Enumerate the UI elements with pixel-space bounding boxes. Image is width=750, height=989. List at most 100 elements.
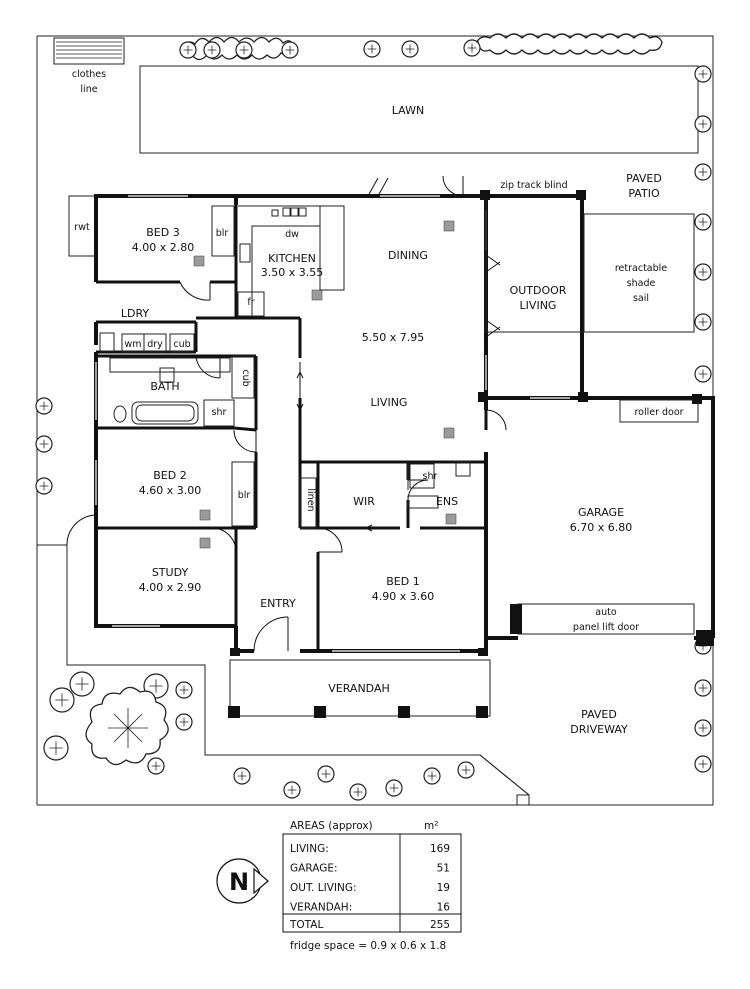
sail-label-3: sail <box>633 293 649 304</box>
shrub-detail <box>427 771 437 781</box>
laundry-dry: dry <box>147 339 163 350</box>
driveway-label-1: PAVED <box>581 708 617 721</box>
area-row-value: 16 <box>437 902 451 914</box>
driveway-label-2: DRIVEWAY <box>570 723 628 736</box>
outdoor-living-label-2: LIVING <box>520 299 557 312</box>
shrub-detail <box>39 439 49 449</box>
living-label: LIVING <box>371 396 408 409</box>
shrub-detail <box>179 717 189 727</box>
bed3-dims: 4.00 x 2.80 <box>132 241 195 254</box>
bed2-dims: 4.60 x 3.00 <box>139 484 202 497</box>
shrub-detail <box>698 119 708 129</box>
sail-label-2: shade <box>627 278 656 289</box>
shrub-detail <box>467 43 477 53</box>
auto-door-label-1: auto <box>595 607 617 618</box>
lawn-label: LAWN <box>392 104 424 117</box>
area-row-label: VERANDAH: <box>290 902 352 914</box>
shrub-detail <box>49 741 63 755</box>
window-lines <box>94 194 570 653</box>
zip-track-label: zip track blind <box>500 180 567 191</box>
area-row-label: GARAGE: <box>290 863 338 875</box>
area-row-value: 169 <box>430 843 450 855</box>
garage-name: GARAGE <box>578 506 624 519</box>
clothes-line <box>53 37 125 65</box>
north-arrow-icon: N <box>216 858 269 904</box>
ens-shr: shr <box>423 471 438 482</box>
shrubs <box>35 39 712 801</box>
laundry-fixtures <box>99 332 195 353</box>
shrub-detail <box>698 723 708 733</box>
wardrobes <box>211 205 435 529</box>
laundry-label: LDRY <box>121 307 150 320</box>
bath-shr: shr <box>212 407 227 418</box>
hedges <box>180 33 663 61</box>
north-label: N <box>229 868 249 896</box>
linen-label: linen <box>305 488 316 511</box>
patio-label-2: PATIO <box>628 187 660 200</box>
living-dims: 5.50 x 7.95 <box>362 331 425 344</box>
shrub-detail <box>389 783 399 793</box>
ens-label: ENS <box>436 495 458 508</box>
rainwater-tank <box>68 195 96 257</box>
kitchen-name: KITCHEN <box>268 252 316 265</box>
bed2-blr: blr <box>238 490 251 501</box>
shrub-detail <box>149 679 163 693</box>
shrub-detail <box>39 481 49 491</box>
total-label: TOTAL <box>289 919 323 931</box>
shrub-detail <box>237 771 247 781</box>
shrub-detail <box>367 44 377 54</box>
clothes-line-label-2: line <box>80 84 97 95</box>
shrub-detail <box>151 761 161 771</box>
kitchen-fr: fr <box>247 297 254 308</box>
study-name: STUDY <box>152 566 189 579</box>
labels: clothes line LAWN rwt BED 3 4.00 x 2.80 … <box>72 69 684 736</box>
shrub-detail <box>698 69 708 79</box>
bed1-dims: 4.90 x 3.60 <box>372 590 435 603</box>
area-row-label: OUT. LIVING: <box>290 882 357 894</box>
bath-fixtures <box>109 357 471 509</box>
shrub-detail <box>461 765 471 775</box>
roller-door-label: roller door <box>634 407 683 418</box>
bath-label: BATH <box>150 380 179 393</box>
shrub-detail <box>55 693 69 707</box>
bed3-blr: blr <box>216 228 229 239</box>
rwt-label: rwt <box>74 222 90 233</box>
outdoor-areas <box>229 196 699 717</box>
shrub-detail <box>75 677 89 691</box>
total-value: 255 <box>430 919 450 931</box>
doors <box>66 175 507 652</box>
shrub-detail <box>179 685 189 695</box>
bed3-name: BED 3 <box>146 226 179 239</box>
shrub-detail <box>698 369 708 379</box>
shrub-detail <box>39 401 49 411</box>
bath-cub: cub <box>240 369 251 386</box>
shrub-detail <box>321 769 331 779</box>
shrub-detail <box>698 267 708 277</box>
structural-posts <box>478 190 714 646</box>
entry-label: ENTRY <box>260 597 296 610</box>
wir-label: WIR <box>353 495 375 508</box>
areas-title: AREAS (approx) <box>290 820 373 832</box>
wir-arrow <box>364 524 390 532</box>
sail-label-1: retractable <box>615 263 667 274</box>
laundry-wm: wm <box>124 339 141 350</box>
sliding-doors <box>296 254 501 420</box>
outdoor-living-label-1: OUTDOOR <box>510 284 567 297</box>
shrub-detail <box>698 217 708 227</box>
laundry-cub: cub <box>173 339 190 350</box>
patio-label-1: PAVED <box>626 172 662 185</box>
study-dims: 4.00 x 2.90 <box>139 581 202 594</box>
area-row-value: 51 <box>437 863 450 875</box>
shrub-detail <box>698 683 708 693</box>
fridge-note: fridge space = 0.9 x 0.6 x 1.8 <box>290 940 446 952</box>
kitchen-benches <box>237 205 345 317</box>
shrub-detail <box>405 44 415 54</box>
clothes-line-label-1: clothes <box>72 69 106 80</box>
kitchen-dw: dw <box>285 229 299 240</box>
shrub-detail <box>285 45 295 55</box>
shrub-detail <box>287 785 297 795</box>
bed1-name: BED 1 <box>386 575 419 588</box>
shrub-detail <box>698 317 708 327</box>
